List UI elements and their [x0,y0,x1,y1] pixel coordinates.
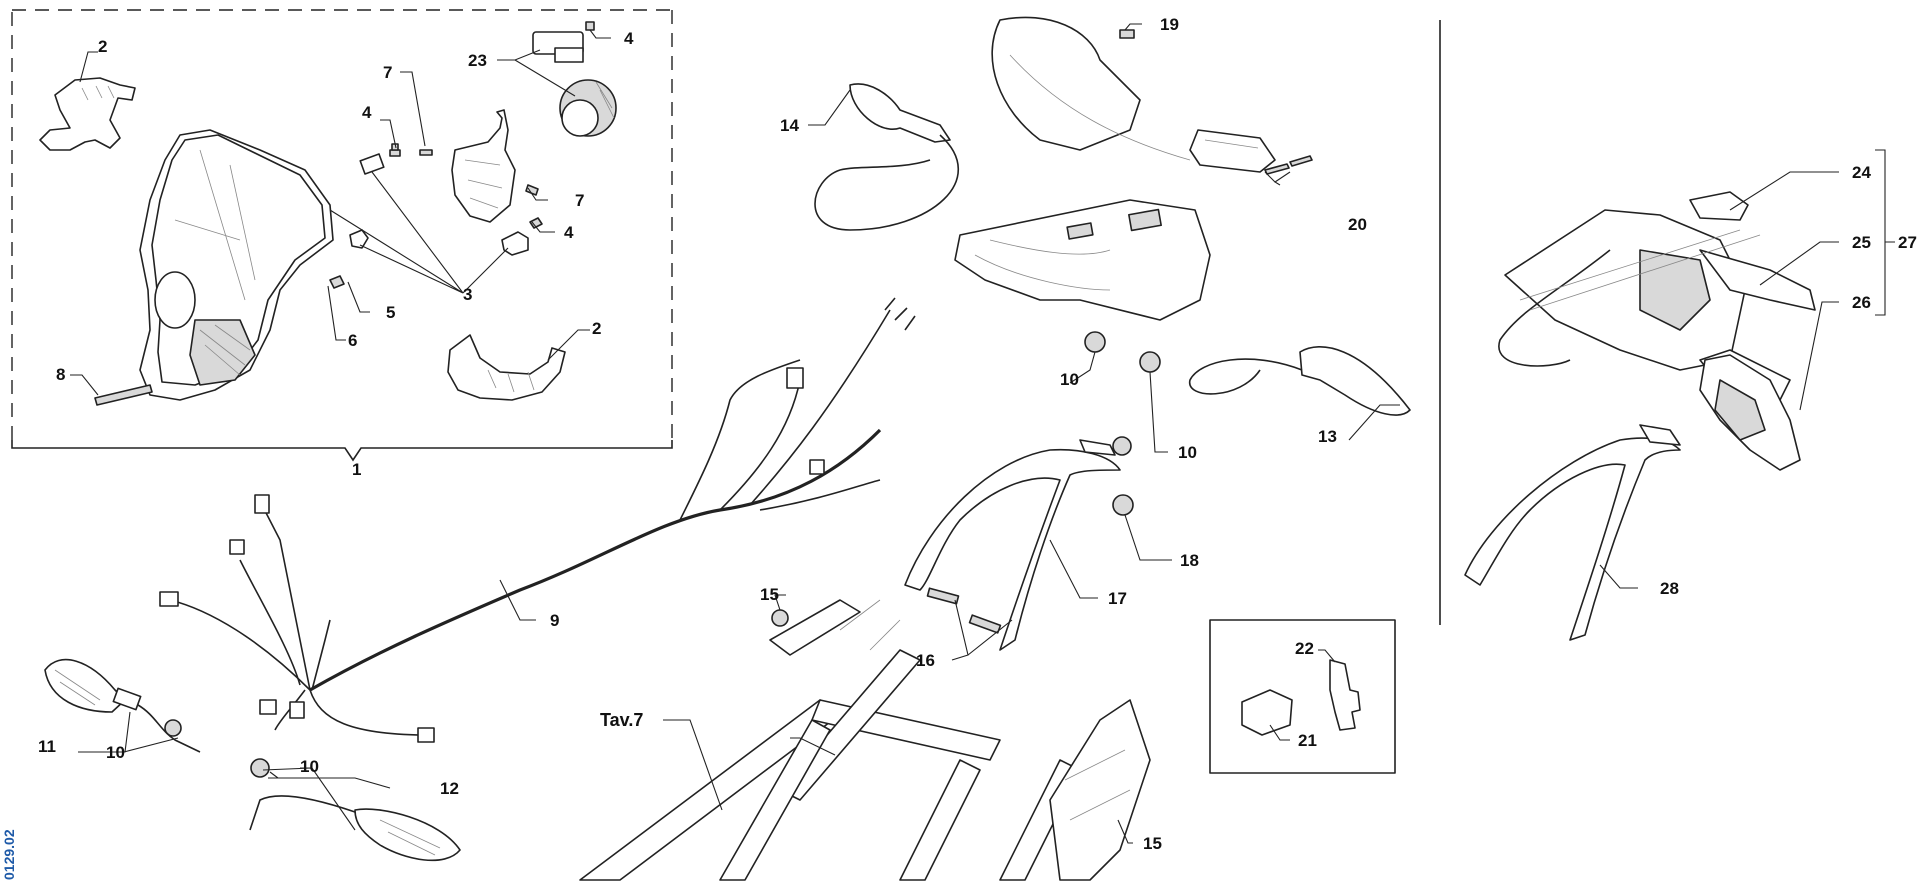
callout-4-right: 4 [564,223,574,242]
screws-small [94,21,595,406]
headlight-fairing [139,129,334,401]
headlight-assembly-frame [11,9,673,462]
callout-19: 19 [1160,15,1179,34]
callout-12: 12 [440,779,459,798]
callout-18: 18 [1180,551,1199,570]
callout-5: 5 [386,303,395,322]
callout-23: 23 [468,51,487,70]
license-bracket-26 [1699,354,1801,471]
headlight-bracket-2-top [39,77,136,151]
callout-8: 8 [56,365,65,384]
callout-15-left: 15 [760,585,779,604]
wiring-harness-9 [159,297,916,743]
callout-13: 13 [1318,427,1337,446]
callout-25: 25 [1852,233,1871,252]
drawing-code: 0129.02 [1,829,17,880]
rear-assembly-27 [1498,191,1816,401]
callout-27: 27 [1898,233,1917,252]
callout-10-mudguard-left: 10 [1060,370,1079,389]
table-reference-label: Tav.7 [600,710,643,730]
nuts-10 [164,29,1161,824]
callout-4-top: 4 [624,29,634,48]
callout-9: 9 [550,611,559,630]
rear-mudguard [954,16,1313,321]
turn-signal-11 [44,658,201,753]
callout-1: 1 [352,460,361,479]
grab-rail-17 [904,439,1121,651]
headlight-bracket-2-bottom [447,334,566,401]
callout-4-left: 4 [362,103,372,122]
turn-signal-14 [814,83,960,231]
callout-26: 26 [1852,293,1871,312]
headlight-connector-23 [532,31,617,137]
callout-labels: 1 2 2 3 4 4 4 5 6 7 7 8 9 10 10 10 10 11… [1,15,1917,880]
callout-7-right: 7 [575,191,584,210]
callout-10-front-right: 10 [300,757,319,776]
callout-16: 16 [916,651,935,670]
grab-rail-28 [1464,424,1681,641]
callout-28: 28 [1660,579,1679,598]
relay-box [1209,619,1396,774]
headlight-mount-3 [349,109,529,256]
callout-11: 11 [38,737,56,756]
callout-10-mudguard-right: 10 [1178,443,1197,462]
callout-2-bottom: 2 [592,319,601,338]
turn-signal-12 [249,795,461,862]
callout-17: 17 [1108,589,1127,608]
callout-21: 21 [1298,731,1317,750]
callout-14: 14 [780,116,799,135]
callout-24: 24 [1852,163,1871,182]
callout-15-bottom: 15 [1143,834,1162,853]
callout-10-front-left: 10 [106,743,125,762]
callout-2-top: 2 [98,37,107,56]
callout-6: 6 [348,331,357,350]
callout-7-top: 7 [383,63,392,82]
callout-20: 20 [1348,215,1367,234]
callout-22: 22 [1295,639,1314,658]
callout-leaders [70,23,1895,844]
frame-tav7 [579,599,1151,881]
turn-signal-13 [1189,346,1411,416]
callout-3: 3 [463,285,472,304]
